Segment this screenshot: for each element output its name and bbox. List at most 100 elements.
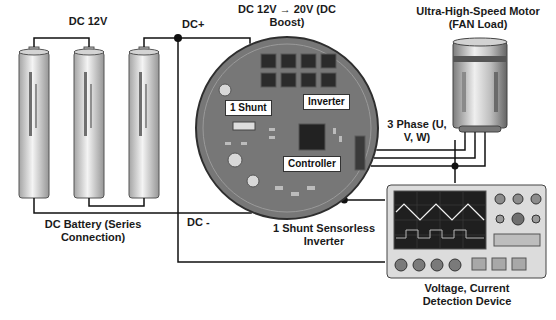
series-wire: [34, 38, 89, 47]
oscilloscope-figure: [431, 259, 443, 271]
oscilloscope: Voltage, Current Detection Device: [385, 183, 548, 315]
controller-chip: [299, 124, 325, 150]
junction-dot: [452, 163, 459, 170]
probe-wire: [174, 34, 385, 262]
smd-part: [225, 128, 342, 196]
motor-figure: [474, 132, 476, 140]
battery-cell: [129, 49, 159, 55]
oscilloscope-figure: [512, 213, 524, 225]
probe-wire: [178, 38, 385, 262]
oscilloscope-figure: [394, 191, 486, 249]
oscilloscope-figure: [387, 185, 546, 278]
battery-cell: [74, 47, 104, 198]
oscilloscope-figure: [396, 230, 484, 238]
battery-cell: [19, 52, 49, 198]
battery-cell: [129, 47, 159, 198]
node-caption: Voltage, Current Detection Device: [411, 282, 523, 308]
part-label: 1 Shunt: [230, 102, 267, 114]
smd-part: [307, 186, 315, 190]
inverter-board: DC 12V → 20V (DC Boost)1 Shunt Sensorles…: [195, 36, 379, 220]
inverter-board: [203, 44, 371, 212]
battery-cell: [19, 49, 49, 55]
motor-figure: [484, 132, 486, 140]
mosfet-chip: [321, 73, 336, 87]
mosfet-chip: [281, 73, 296, 87]
node-caption: DC Battery (Series Connection): [33, 218, 153, 244]
oscilloscope-figure: [512, 258, 526, 270]
smd-part: [291, 192, 299, 196]
wire-label: 3 Phase (U, V, W): [385, 118, 449, 144]
wire-line: [454, 140, 456, 183]
battery-cell: [19, 47, 49, 198]
part-label-box: 1 Shunt: [225, 100, 272, 116]
part-label: Controller: [288, 158, 336, 170]
mosfet-chip: [281, 54, 296, 68]
pin-header: [355, 136, 365, 170]
battery-cell: [74, 49, 104, 55]
oscilloscope-figure: [449, 259, 461, 271]
motor-figure: [453, 56, 507, 62]
oscilloscope-figure: [532, 215, 540, 223]
wire-connector: [144, 38, 250, 44]
wire-line: [144, 38, 250, 44]
mosfet-chip: [301, 54, 316, 68]
node-caption: 1 Shunt Sensorless Inverter: [265, 222, 383, 248]
battery-cell: [29, 72, 32, 136]
oscilloscope-figure: [413, 259, 425, 271]
battery-cell: [35, 84, 37, 128]
oscilloscope-figure: [396, 204, 484, 220]
wire-line: [173, 212, 252, 214]
mosfet-chip: [301, 73, 316, 87]
node-caption: Ultra-High-Speed Motor (FAN Load): [403, 5, 553, 31]
wire-label: DC+: [181, 18, 205, 31]
smd-part: [333, 128, 336, 134]
series-wire: [89, 198, 144, 206]
battery-cell: [139, 72, 142, 136]
oscilloscope-figure: [496, 215, 504, 223]
node-caption: DC 12V → 20V (DC Boost): [237, 3, 337, 29]
smd-part: [275, 186, 283, 190]
capacitor: [247, 175, 259, 187]
motor-figure: [453, 38, 507, 140]
series-wire: [34, 38, 173, 213]
capacitor: [228, 153, 242, 167]
capacitor: [219, 84, 231, 96]
oscilloscope-figure: [472, 258, 486, 270]
battery-cell: [129, 52, 159, 198]
inverter-board: [195, 36, 379, 220]
oscilloscope-figure: [394, 191, 486, 249]
battery-cell: [84, 72, 87, 136]
smd-part: [269, 136, 275, 139]
oscilloscope-figure: [492, 258, 506, 270]
smd-part: [225, 142, 231, 145]
motor-figure: [464, 132, 466, 140]
motor-figure: [453, 38, 507, 46]
motor-figure: [462, 72, 466, 112]
voltage-label: DC 12V: [58, 15, 118, 28]
mosfet-chip: [261, 54, 276, 68]
wire-label: DC -: [186, 216, 211, 229]
smd-part: [339, 136, 342, 142]
battery-cell: [90, 84, 92, 128]
part-label: Inverter: [308, 96, 345, 108]
oscilloscope-figure: [395, 259, 407, 271]
series-wire: [34, 198, 173, 213]
oscilloscope-figure: [495, 194, 505, 204]
oscilloscope-figure: [513, 194, 523, 204]
shunt-resistor: [233, 122, 255, 130]
wire-line: [344, 199, 385, 201]
mosfet-chip: [321, 54, 336, 68]
battery-cell: [145, 84, 147, 128]
oscilloscope-figure: [387, 185, 546, 278]
part-label-box: Inverter: [303, 94, 350, 110]
wire-connector: [341, 197, 385, 204]
series-wire: [143, 44, 145, 47]
inverter-board: [196, 37, 378, 219]
motor-figure: [459, 126, 501, 132]
battery-cell: [74, 52, 104, 198]
smd-part: [241, 142, 247, 145]
smd-part: [269, 128, 275, 131]
battery-pack: DC Battery (Series Connection): [8, 44, 173, 249]
wire-connector: [173, 213, 252, 214]
